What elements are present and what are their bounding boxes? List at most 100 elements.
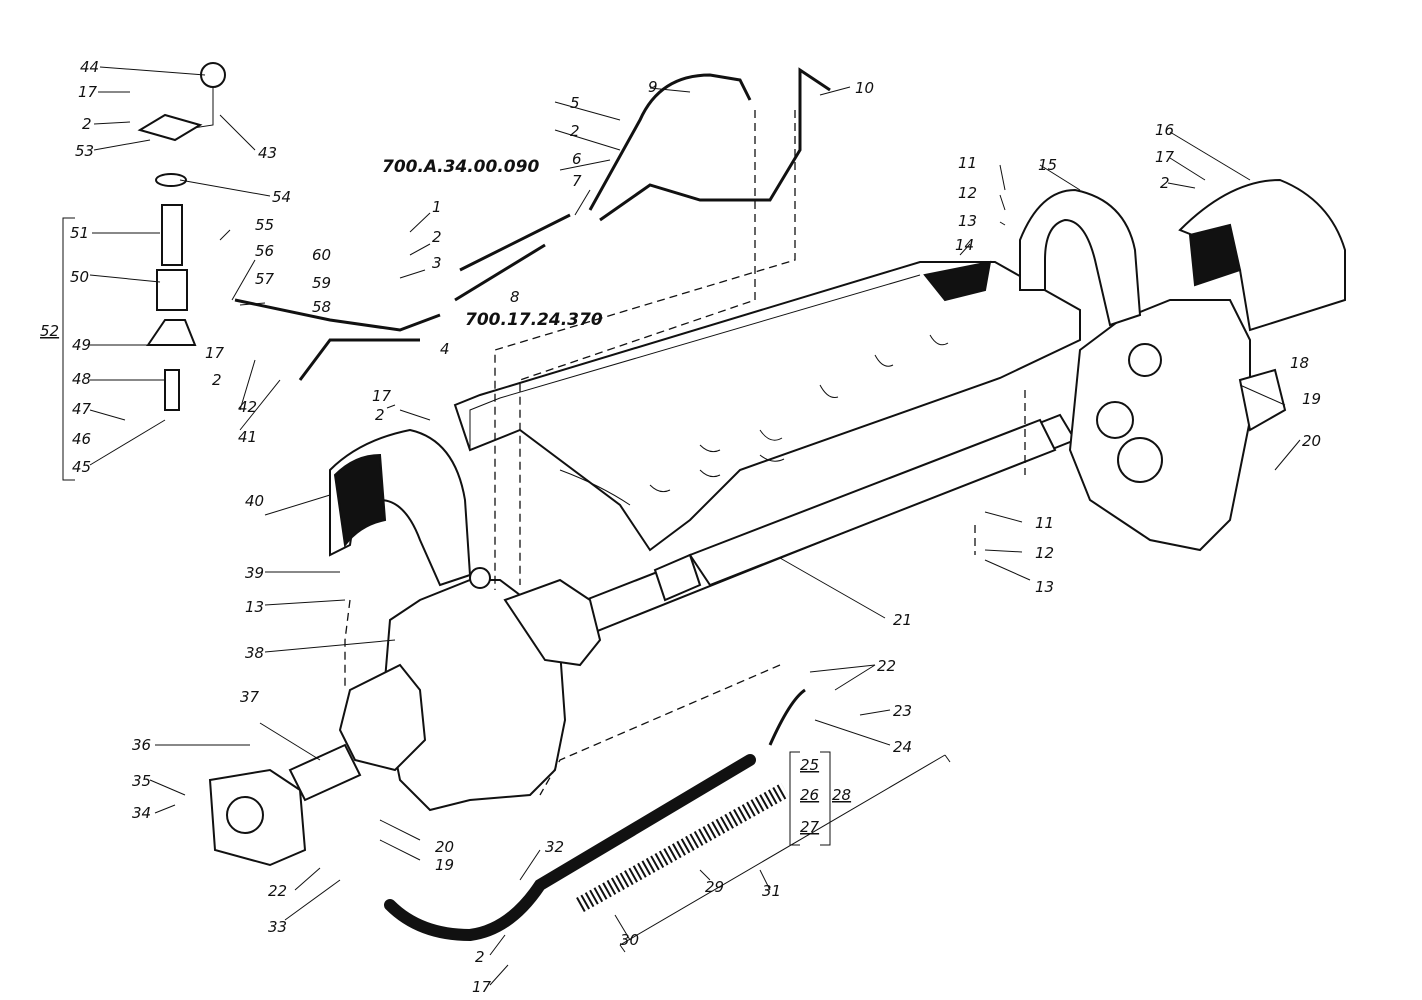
callout-15: 15: [1038, 156, 1057, 174]
callout-26: 26: [800, 786, 819, 804]
callout-24: 24: [893, 738, 912, 756]
callout-10: 10: [855, 79, 874, 97]
callout-2-a: 2: [82, 115, 92, 133]
callout-17-b: 17: [205, 344, 225, 362]
gearbox-housing: [1068, 299, 1287, 552]
hoses: [234, 213, 571, 381]
callout-11-b: 11: [958, 154, 977, 172]
callout-60: 60: [312, 246, 331, 264]
callout-33: 33: [268, 918, 287, 936]
callout-42: 42: [238, 398, 257, 416]
axle-housing: [338, 567, 602, 812]
callout-38: 38: [245, 644, 264, 662]
callout-56: 56: [255, 242, 274, 260]
pipes-top: [588, 67, 831, 222]
guard-15: [1019, 188, 1142, 327]
callout-40: 40: [245, 492, 264, 510]
callout-2-c: 2: [570, 122, 580, 140]
callout-45: 45: [72, 458, 91, 476]
callout-2-f: 2: [475, 948, 485, 966]
callout-47: 47: [72, 400, 92, 418]
callout-29: 29: [705, 878, 724, 896]
callout-27: 27: [800, 818, 820, 836]
callout-2-g: 2: [1160, 174, 1170, 192]
callout-19-b: 19: [1302, 390, 1321, 408]
callout-44: 44: [80, 58, 99, 76]
callout-52: 52: [40, 322, 59, 340]
group-brackets: [619, 751, 951, 953]
callout-59: 59: [312, 274, 331, 292]
callout-23: 23: [893, 702, 912, 720]
callout-11-a: 11: [1035, 514, 1054, 532]
callout-7: 7: [572, 172, 582, 190]
propeller-shaft: [558, 413, 1077, 642]
callout-5: 5: [570, 94, 580, 112]
callout-18: 18: [1290, 354, 1309, 372]
spring-29: [576, 783, 789, 912]
callout-13-b: 13: [1035, 578, 1054, 596]
callout-53: 53: [75, 142, 94, 160]
callout-17-c: 17: [372, 387, 392, 405]
callout-13-c: 13: [958, 212, 977, 230]
callout-21: 21: [893, 611, 912, 629]
leader-lines: [89, 66, 1301, 986]
callout-12-a: 12: [1035, 544, 1054, 562]
guard-40: [329, 428, 472, 587]
assembly-lines: [344, 110, 1026, 796]
callout-34: 34: [132, 804, 151, 822]
callout-numbers: 44 17 2 53 43 54 55 56 57 51 50 52 17 49…: [40, 58, 1321, 996]
callout-16: 16: [1155, 121, 1174, 139]
callout-46: 46: [72, 430, 91, 448]
callout-30: 30: [620, 931, 639, 949]
callout-17-e: 17: [1155, 148, 1175, 166]
callout-8: 8: [510, 288, 520, 306]
callout-1: 1: [432, 198, 442, 216]
callout-22-b: 22: [877, 657, 896, 675]
callout-50: 50: [70, 268, 89, 286]
callout-13-a: 13: [245, 598, 264, 616]
tube-24: [768, 688, 806, 746]
callout-2-b: 2: [212, 371, 222, 389]
callout-2-d: 2: [432, 228, 442, 246]
callout-48: 48: [72, 370, 91, 388]
callout-17-d: 17: [472, 978, 492, 996]
cover-shroud: [453, 260, 1081, 552]
part-code-a: 700.А.34.00.090: [382, 157, 539, 177]
callout-19-a: 19: [435, 856, 454, 874]
callout-32: 32: [545, 838, 564, 856]
callout-3: 3: [432, 254, 442, 272]
callout-55: 55: [255, 216, 274, 234]
callout-36: 36: [132, 736, 151, 754]
joint-37: [288, 743, 362, 802]
hose-30: [384, 754, 756, 942]
callout-9: 9: [648, 78, 658, 96]
callout-12-b: 12: [958, 184, 977, 202]
callout-39: 39: [245, 564, 264, 582]
callout-35: 35: [132, 772, 151, 790]
callout-20-b: 20: [1302, 432, 1321, 450]
callout-31: 31: [762, 882, 781, 900]
part-code-b: 700.17.24.370: [465, 310, 603, 330]
flange-34: [208, 768, 307, 867]
callout-22-a: 22: [268, 882, 287, 900]
callout-4: 4: [440, 340, 450, 358]
callout-25: 25: [800, 756, 819, 774]
callout-17-a: 17: [78, 83, 98, 101]
callout-43: 43: [258, 144, 277, 162]
callout-6: 6: [572, 150, 582, 168]
callout-49: 49: [72, 336, 91, 354]
callout-14: 14: [955, 236, 974, 254]
callout-58: 58: [312, 298, 331, 316]
callout-51: 51: [70, 224, 89, 242]
shift-lever-assembly: [137, 62, 226, 411]
callout-37: 37: [240, 688, 260, 706]
callout-28: 28: [832, 786, 851, 804]
callout-54: 54: [272, 188, 291, 206]
callout-41: 41: [238, 428, 257, 446]
group-52-bracket: [62, 217, 75, 481]
callout-2-e: 2: [375, 406, 385, 424]
callout-20-a: 20: [435, 838, 454, 856]
callout-57: 57: [255, 270, 275, 288]
